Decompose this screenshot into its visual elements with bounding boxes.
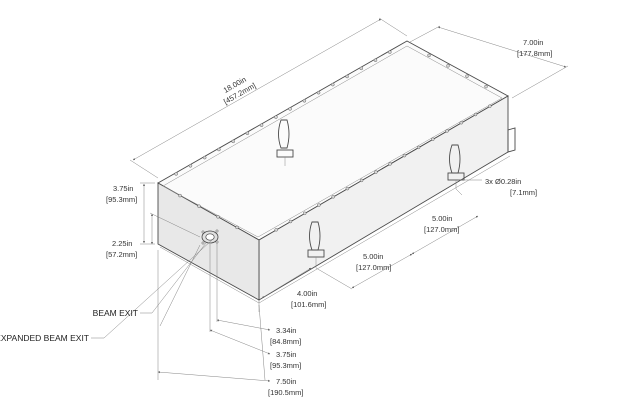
callout-expanded-beam-exit: EXPANDED BEAM EXIT	[0, 333, 89, 343]
screw-icon	[488, 104, 492, 108]
screw-icon	[174, 172, 178, 176]
screw-icon	[259, 123, 264, 127]
screw-icon	[316, 90, 321, 95]
screw-icon	[331, 195, 335, 199]
screw-icon	[388, 50, 392, 54]
dim-mount-spacing-1-mm: [127.0mm]	[424, 225, 459, 234]
screw-icon	[288, 107, 292, 111]
screw-icon	[431, 137, 435, 141]
mounting-clamp-3	[307, 221, 325, 268]
screw-icon	[217, 147, 221, 152]
dim-width-mm: [177.8mm]	[517, 49, 552, 58]
screw-icon	[459, 120, 464, 125]
screw-icon	[416, 145, 421, 150]
dim-expanded-exit-offset-mm: [95.3mm]	[270, 361, 301, 370]
screw-icon	[202, 155, 207, 160]
dim-mount-spacing-1-in: 5.00in	[432, 214, 452, 223]
screw-icon	[231, 139, 235, 144]
dim-base-width-mm: [190.5mm]	[268, 388, 303, 397]
dim-beam-height: 2.25in [57.2mm]	[106, 239, 137, 259]
screw-icon	[216, 215, 220, 219]
screw-icon	[465, 74, 469, 78]
screw-icon	[473, 112, 478, 117]
dim-beam-height-mm: [57.2mm]	[106, 250, 137, 259]
callout-beam-exit: BEAM EXIT	[93, 308, 138, 318]
dim-mount-hole-mm: [7.1mm]	[510, 188, 537, 197]
mounting-clamp-2	[447, 144, 465, 189]
screw-icon	[317, 203, 321, 207]
dim-base-width-in: 7.50in	[276, 377, 296, 386]
screw-icon	[178, 193, 182, 198]
dim-beam-exit-offset-in: 3.34in	[276, 326, 296, 335]
screw-icon	[374, 170, 378, 174]
screw-icon	[345, 186, 350, 191]
dim-beam-exit-offset-mm: [84.8mm]	[270, 337, 301, 346]
dim-height-in: 3.75in	[113, 184, 133, 193]
screw-icon	[274, 228, 278, 232]
dim-width: 7.00in [177.8mm]	[517, 38, 552, 58]
dim-height-mm: [95.3mm]	[106, 195, 137, 204]
dim-beam-exit-offset: 3.34in [84.8mm]	[270, 326, 301, 346]
screw-icon	[427, 53, 431, 58]
dim-mount-hole-in: 3x Ø0.28in	[485, 177, 521, 186]
screw-icon	[445, 129, 449, 133]
screw-icon	[359, 178, 364, 183]
dim-beam-height-in: 2.25in	[112, 239, 132, 248]
screw-icon	[302, 99, 307, 103]
dim-mount-offset-mm: [101.6mm]	[291, 300, 326, 309]
screw-icon	[373, 58, 378, 62]
dim-expanded-exit-offset: 3.75in [95.3mm]	[270, 350, 301, 370]
screw-icon	[188, 164, 193, 168]
screw-icon	[197, 204, 201, 208]
dim-mount-hole: 3x Ø0.28in [7.1mm]	[485, 177, 537, 197]
screw-icon	[235, 225, 239, 230]
screw-icon	[245, 131, 250, 136]
dim-expanded-exit-offset-in: 3.75in	[276, 350, 296, 359]
screw-icon	[484, 84, 488, 89]
dim-mount-spacing-2-mm: [127.0mm]	[356, 263, 391, 272]
dim-mount-spacing-2: 5.00in [127.0mm]	[356, 252, 391, 272]
screw-icon	[288, 219, 293, 224]
dimension-lines	[91, 17, 569, 382]
dim-base-width: 7.50in [190.5mm]	[268, 377, 303, 397]
enclosure-body	[157, 40, 516, 304]
screw-icon	[345, 74, 349, 79]
dim-mount-spacing-1: 5.00in [127.0mm]	[424, 214, 459, 234]
screw-icon	[402, 153, 407, 158]
screw-icon	[359, 66, 364, 71]
screw-icon	[302, 211, 307, 216]
screw-icon	[388, 162, 392, 166]
dim-mount-offset-in: 4.00in	[297, 289, 317, 298]
screw-icon	[446, 64, 450, 68]
dim-height: 3.75in [95.3mm]	[106, 184, 137, 204]
dim-mount-offset: 4.00in [101.6mm]	[291, 289, 326, 309]
dim-width-in: 7.00in	[523, 38, 543, 47]
dim-length: 18.00in [457.2mm]	[222, 75, 257, 106]
screw-icon	[274, 115, 278, 119]
dim-mount-spacing-2-in: 5.00in	[363, 252, 383, 261]
screw-icon	[331, 82, 335, 87]
